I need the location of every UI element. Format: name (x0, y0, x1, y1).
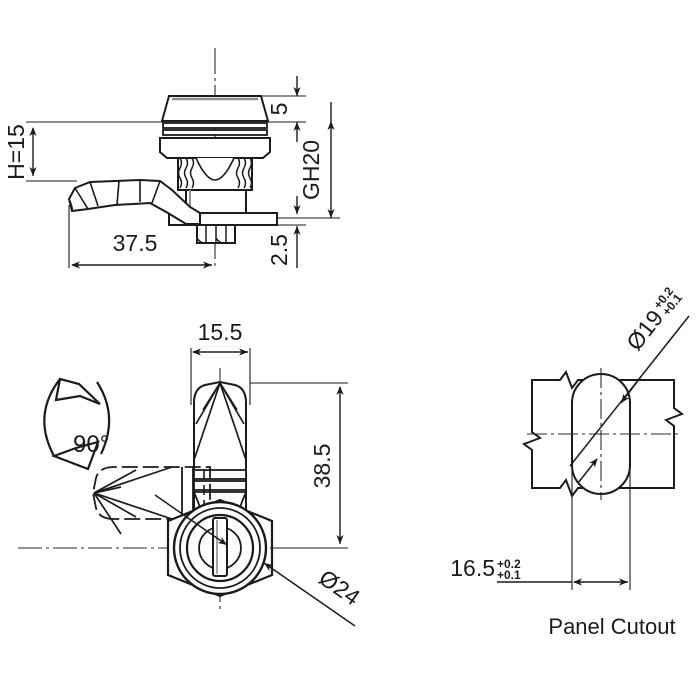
dimension-cutout-flat-width: 16.5 +0.2 +0.1 (450, 420, 631, 590)
thread-profile (177, 157, 253, 189)
rotation-label-90: 90° (73, 431, 109, 458)
panel-cutout-view: Ø19 +0.2 +0.1 16.5 +0.2 +0.1 Panel Cutou… (450, 284, 690, 639)
cam-arm-rotated-phantom (92, 466, 211, 535)
panel-cutout-caption: Panel Cutout (548, 614, 675, 639)
washer-lower (162, 129, 268, 136)
leader-line-d24 (263, 562, 356, 627)
cam-arm-band-2 (193, 480, 247, 491)
lock-cap (160, 95, 270, 122)
dim-label-nut: 2.5 (266, 234, 292, 266)
dim-label-155: 15.5 (198, 319, 243, 345)
dim-label-cam-length: 37.5 (113, 230, 158, 256)
nut-facets (196, 225, 227, 244)
dimension-cam-width: 15.5 (190, 319, 251, 405)
front-view: 90° 15.5 38.5 Ø24 (18, 319, 365, 627)
dimension-grip: GH20 (277, 102, 340, 219)
dimension-cam-height: 38.5 (250, 382, 348, 549)
dim-label-165: 16.5 (450, 555, 495, 581)
dim-label-385: 38.5 (309, 444, 335, 489)
leader-line-d24-opposite (154, 494, 228, 546)
dimension-cap: 5 (261, 76, 306, 142)
rotation-arrow-top (54, 377, 101, 406)
leader-arrow-d19-lower (577, 458, 598, 484)
cam-lever-arm (67, 178, 201, 225)
cam-arm-band-1 (193, 469, 247, 480)
dimension-nut: 2.5 (266, 196, 306, 268)
washer-upper (162, 122, 268, 129)
dim-label-cap: 5 (266, 103, 292, 116)
leader-arrow-d19-upper (620, 377, 641, 404)
dimension-cam-length: 37.5 (68, 205, 212, 269)
side-view: H=15 5 GH20 2.5 37.5 (3, 48, 340, 270)
dim-label-grip: GH20 (298, 140, 324, 200)
keyway-slot (212, 517, 228, 577)
thread-crest (195, 157, 235, 181)
cam-lever-detail (68, 180, 161, 212)
rotation-symbol-90: 90° (43, 377, 111, 471)
lock-flange (159, 137, 271, 159)
dim-tol-upper-165: +0.2 (497, 557, 521, 571)
cam-arm-hatch (193, 382, 247, 461)
dim-label-h: H=15 (3, 124, 29, 180)
dim-tol-lower-165: +0.1 (497, 568, 521, 582)
rotation-arrow-bottom (50, 440, 100, 471)
dimension-H: H=15 (3, 121, 163, 182)
